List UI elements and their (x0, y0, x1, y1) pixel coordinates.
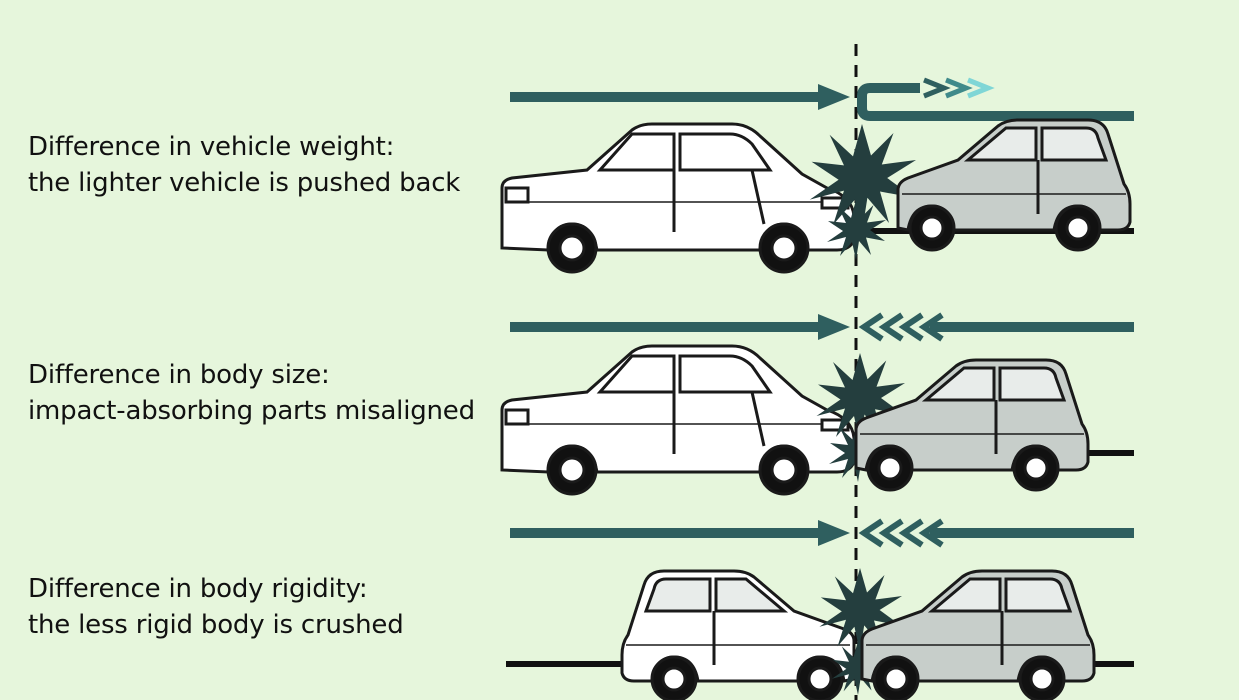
scenario-body-rigidity (506, 518, 1134, 700)
opposing-arrows-icon (858, 518, 944, 548)
opposing-arrows-icon (858, 312, 944, 342)
pushed-back-arrow-icon (857, 83, 1134, 121)
rebound-chevrons-icon (923, 77, 995, 99)
caption-vehicle-weight: Difference in vehicle weight: the lighte… (28, 129, 460, 201)
sedan-car-icon (500, 122, 856, 274)
caption-detail: the lighter vehicle is pushed back (28, 168, 461, 198)
hatchback-car-icon (854, 358, 1090, 492)
caption-title: Difference in body rigidity: (28, 574, 368, 604)
caption-detail: impact-absorbing parts misaligned (28, 396, 475, 426)
caption-body-rigidity: Difference in body rigidity: the less ri… (28, 571, 404, 643)
caption-body-size: Difference in body size: impact-absorbin… (28, 357, 475, 429)
caption-title: Difference in vehicle weight: (28, 132, 395, 162)
arrow-head-icon (818, 314, 850, 340)
arrow-shaft (510, 528, 822, 538)
arrow-head-icon (818, 84, 850, 110)
arrow-head-icon (818, 520, 850, 546)
caption-title: Difference in body size: (28, 360, 330, 390)
scenario-body-size (500, 312, 1134, 496)
arrow-shaft (930, 322, 1134, 332)
scenario-vehicle-weight (500, 77, 1134, 274)
hatchback-car-icon (896, 118, 1132, 252)
caption-detail: the less rigid body is crushed (28, 610, 404, 640)
arrow-shaft (930, 528, 1134, 538)
arrow-shaft (510, 92, 822, 102)
hatchback-car-icon (620, 569, 856, 700)
hatchback-car-icon (860, 569, 1096, 700)
arrow-shaft (510, 322, 822, 332)
sedan-car-icon (500, 344, 856, 496)
